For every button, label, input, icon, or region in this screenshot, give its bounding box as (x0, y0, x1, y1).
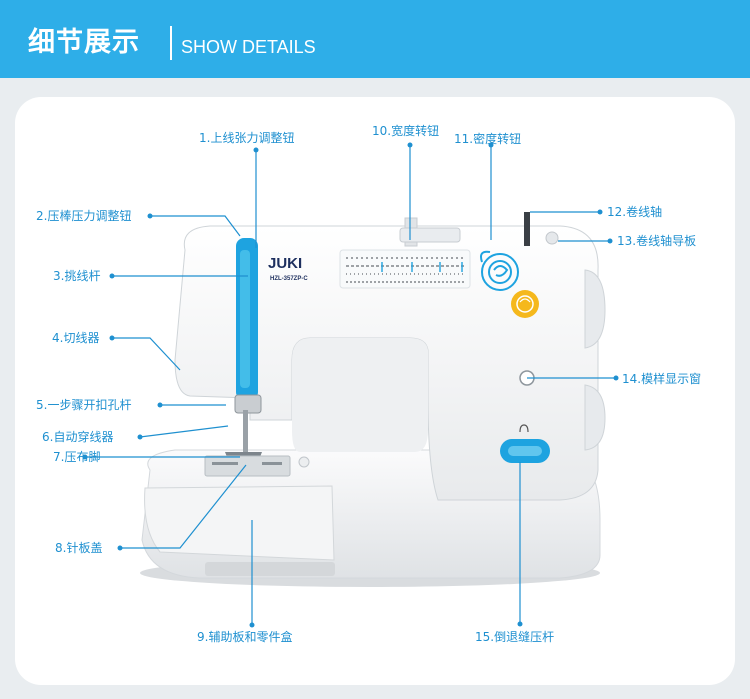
section-title-cn: 细节展示 (28, 27, 140, 58)
callout-take-up-lever: 3.挑线杆 (53, 269, 101, 283)
callout-buttonhole-lever: 5.一步骤开扣孔杆 (36, 398, 132, 412)
title-divider (170, 26, 172, 60)
callout-reverse-lever: 15.倒退缝压杆 (475, 630, 555, 644)
section-title-en: SHOW DETAILS (181, 37, 316, 57)
blue-rose-decoration (480, 250, 519, 291)
callout-width-dial: 10.宽度转钮 (372, 124, 440, 138)
stitch-chart (339, 249, 471, 289)
model-number: HZL-357ZP-C (270, 276, 308, 282)
handwheel (584, 269, 606, 451)
callout-needle-threader: 6.自动穿线器 (42, 430, 114, 444)
callout-bobbin-winder: 12.卷线轴 (607, 205, 663, 219)
callout-upper-tension-dial: 1.上线张力调整钮 (199, 131, 295, 145)
yellow-rose-decoration (511, 290, 539, 318)
needle-plate (204, 455, 310, 477)
callout-bobbin-winder-guide: 13.卷线轴导板 (617, 234, 697, 248)
leader-lines (85, 145, 616, 625)
spool-area (399, 212, 559, 247)
brand-logo: JUKI (268, 255, 302, 272)
take-up-lever-slot (240, 250, 250, 388)
callout-length-dial: 11.密度转钮 (454, 132, 522, 146)
callout-presser-pressure-dial: 2.压棒压力调整钮 (36, 209, 132, 223)
callout-thread-cutter: 4.切线器 (52, 331, 100, 345)
leader-dots (82, 142, 619, 628)
callout-needle-plate-cover: 8.针板盖 (55, 541, 103, 555)
callout-presser-foot: 7.压布脚 (53, 450, 101, 464)
callout-pattern-window: 14.模样显示窗 (622, 372, 702, 386)
machine-body (174, 225, 599, 501)
section-header: 细节展示 SHOW DETAILS (0, 0, 750, 78)
callout-accessory-box: 9.辅助板和零件盒 (197, 630, 293, 644)
